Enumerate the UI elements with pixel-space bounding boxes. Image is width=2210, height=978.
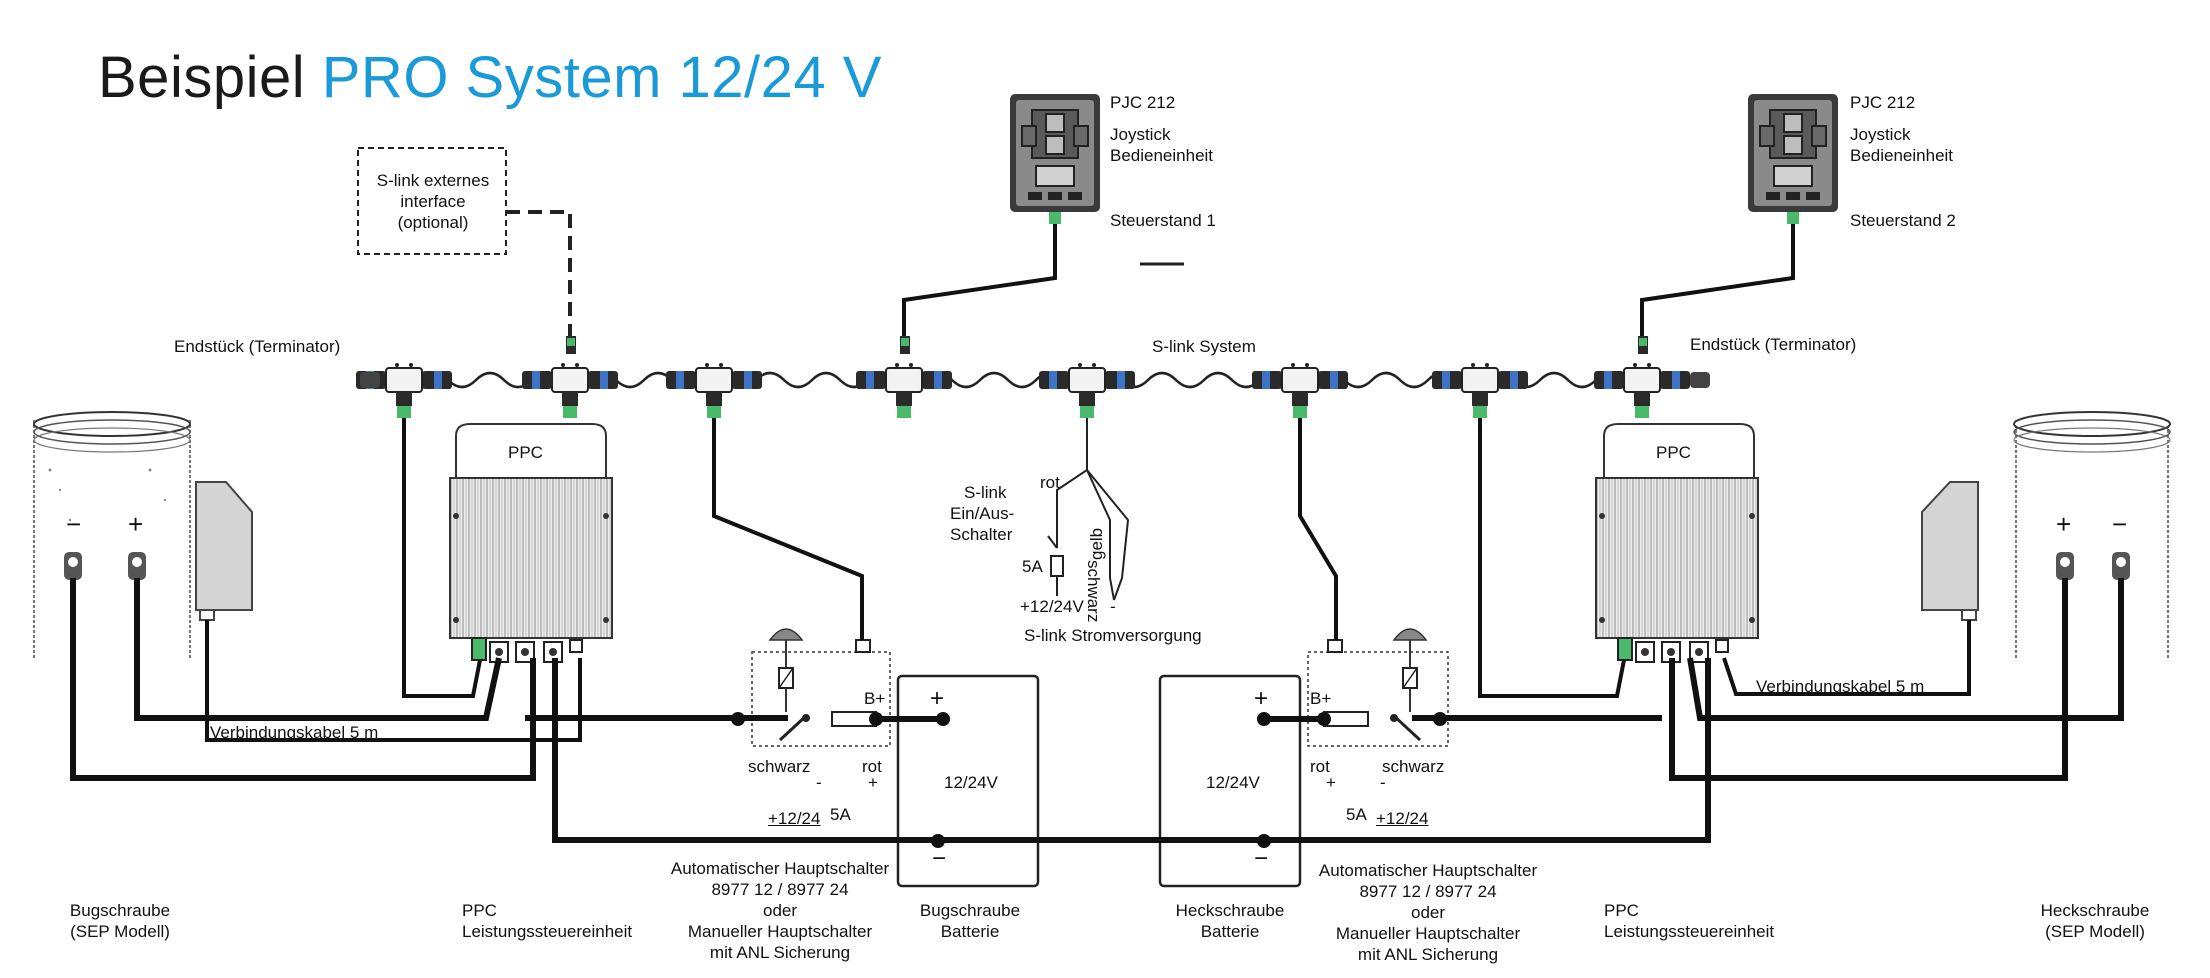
page-title: Beispiel PRO System 12/24 V [98,44,882,111]
slink-wire-gelb: gelb [1087,527,1106,560]
switch-right-plus: + [1326,773,1336,792]
battery-stern-voltage: 12/24V [1206,773,1260,792]
caption-switch-right-5: mit ANL Sicherung [1357,945,1499,964]
joystick-panel-1 [1009,93,1101,224]
switch-left-rot: rot [862,757,882,776]
switch-right-bplus: B+ [1310,689,1332,708]
slink-minus: - [1110,597,1116,616]
slink-switch-line1: S-link [964,483,1007,502]
joystick2-station: Steuerstand 2 [1850,211,1956,230]
caption-switch-left-3: oder [762,901,798,920]
caption-bow-battery-2: Batterie [940,922,1000,941]
ppc-unit-right [1595,423,1759,663]
slink-t-connectors [355,362,1691,419]
bow-thruster-motor [33,411,253,660]
ppc-left-label: PPC [508,443,543,462]
slink-interface-line1: S-link externes [376,171,490,190]
caption-switch-left-4: Manueller Hauptschalter [687,922,873,941]
title-part1: Beispiel [98,45,306,110]
joystick-panel-2 [1747,93,1839,224]
stern-motor-minus: − [2112,509,2128,539]
caption-bow-motor-1: Bugschraube [69,901,171,920]
joystick2-line1: Joystick [1850,125,1911,144]
power-cables [70,578,2124,843]
slink-interface-line2: interface [400,192,466,211]
signal-cables [205,218,1971,742]
joystick1-line2: Bedieneinheit [1110,146,1214,165]
stern-thruster-motor [1921,411,2171,660]
slink-switch-line3: Schalter [950,525,1013,544]
battery-stern-plus: + [1254,685,1269,712]
joystick1-station: Steuerstand 1 [1110,211,1216,230]
slink-plus: +12/24V [1020,597,1084,616]
battery-stern-minus: − [1254,845,1269,872]
terminator-left [360,372,380,388]
switch-left-schwarz: schwarz [748,757,811,776]
ppc-right-label: PPC [1656,443,1691,462]
slink-power-supply [1047,396,1130,601]
cable-left-label: Verbindungskabel 5 m [210,723,379,742]
slink-system-label: S-link System [1152,337,1256,356]
switch-left-fuse: 5A [830,805,851,824]
slink-wire-rot: rot [1040,473,1060,492]
caption-stern-battery-1: Heckschraube [1175,901,1285,920]
switch-left-bplus: B+ [864,689,886,708]
caption-ppc-right-1: PPC [1604,901,1639,920]
bow-motor-minus: − [66,509,82,539]
main-switch-left [751,628,891,747]
slink-interface-line3: (optional) [397,213,469,232]
joystick1-model: PJC 212 [1110,93,1176,112]
slink-switch-line2: Ein/Aus- [950,504,1015,523]
bow-motor-plus: + [128,509,144,539]
battery-bow-minus: − [932,845,947,872]
terminator-right-label: Endstück (Terminator) [1690,335,1857,354]
battery-bow-plus: + [930,685,945,712]
switch-right-schwarz: schwarz [1382,757,1445,776]
caption-switch-right-2: 8977 12 / 8977 24 [1359,882,1497,901]
caption-switch-right-3: oder [1410,903,1446,922]
caption-switch-left-1: Automatischer Hauptschalter [670,859,890,878]
caption-ppc-right-2: Leistungssteuereinheit [1604,922,1775,941]
caption-switch-left-5: mit ANL Sicherung [709,943,851,962]
joystick2-model: PJC 212 [1850,93,1916,112]
switch-right-minus: - [1380,773,1386,792]
caption-ppc-left-1: PPC [462,901,497,920]
slink-fuse: 5A [1022,557,1043,576]
battery-bow [896,674,1040,888]
terminator-left-label: Endstück (Terminator) [174,337,341,356]
caption-stern-battery-2: Batterie [1200,922,1260,941]
battery-stern [1158,674,1302,888]
switch-left-supply: +12/24 [768,809,821,828]
switch-left-plus: + [868,773,878,792]
switch-right-supply: +12/24 [1376,809,1429,828]
cable-right-label: Verbindungskabel 5 m [1756,677,1925,696]
battery-bow-voltage: 12/24V [944,773,998,792]
terminator-right [1690,372,1710,388]
switch-right-fuse: 5A [1346,805,1367,824]
caption-switch-left-2: 8977 12 / 8977 24 [711,880,849,899]
caption-bow-battery-1: Bugschraube [919,901,1021,920]
joystick2-line2: Bedieneinheit [1850,146,1954,165]
caption-bow-motor-2: (SEP Modell) [70,922,170,941]
slink-interface-box [357,147,507,255]
title-part2: PRO System 12/24 V [321,45,882,110]
stern-motor-plus: + [2056,509,2072,539]
caption-stern-motor-2: (SEP Modell) [2045,922,2145,941]
slink-wire-schwarz: schwarz [1084,560,1103,623]
switch-left-minus: - [816,773,822,792]
caption-stern-motor-1: Heckschraube [2040,901,2150,920]
switch-right-rot: rot [1310,757,1330,776]
slink-supply: S-link Stromversorgung [1024,626,1202,645]
caption-switch-right-4: Manueller Hauptschalter [1335,924,1521,943]
caption-switch-right-1: Automatischer Hauptschalter [1318,861,1538,880]
joystick1-line1: Joystick [1110,125,1171,144]
caption-ppc-left-2: Leistungssteuereinheit [462,922,633,941]
